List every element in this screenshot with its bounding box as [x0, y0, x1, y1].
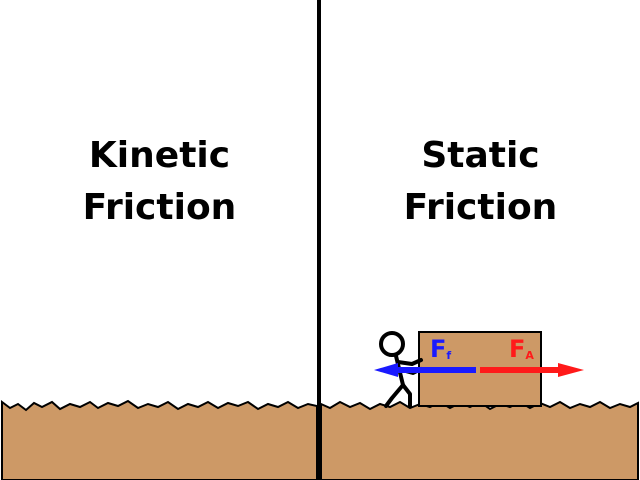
panel-divider [317, 0, 321, 480]
static-friction-panel: Static Friction [321, 0, 640, 480]
applied-symbol: F [509, 335, 526, 363]
applied-force-label: FA [509, 337, 534, 368]
stick-figure [379, 331, 423, 408]
friction-arrow [374, 363, 476, 377]
ground-left [1, 399, 318, 480]
applied-arrow [480, 363, 584, 377]
kinetic-friction-title: Kinetic Friction [0, 130, 319, 234]
applied-subscript: A [525, 349, 534, 362]
friction-symbol: F [430, 335, 447, 363]
title-line-2: Friction [403, 187, 558, 228]
title-line-1: Static [421, 135, 540, 176]
friction-subscript: f [446, 349, 452, 362]
static-friction-title: Static Friction [321, 130, 640, 234]
title-line-2: Friction [82, 187, 237, 228]
kinetic-friction-panel: Kinetic Friction [0, 0, 319, 480]
friction-force-label: Ff [430, 337, 451, 368]
title-line-1: Kinetic [88, 135, 231, 176]
